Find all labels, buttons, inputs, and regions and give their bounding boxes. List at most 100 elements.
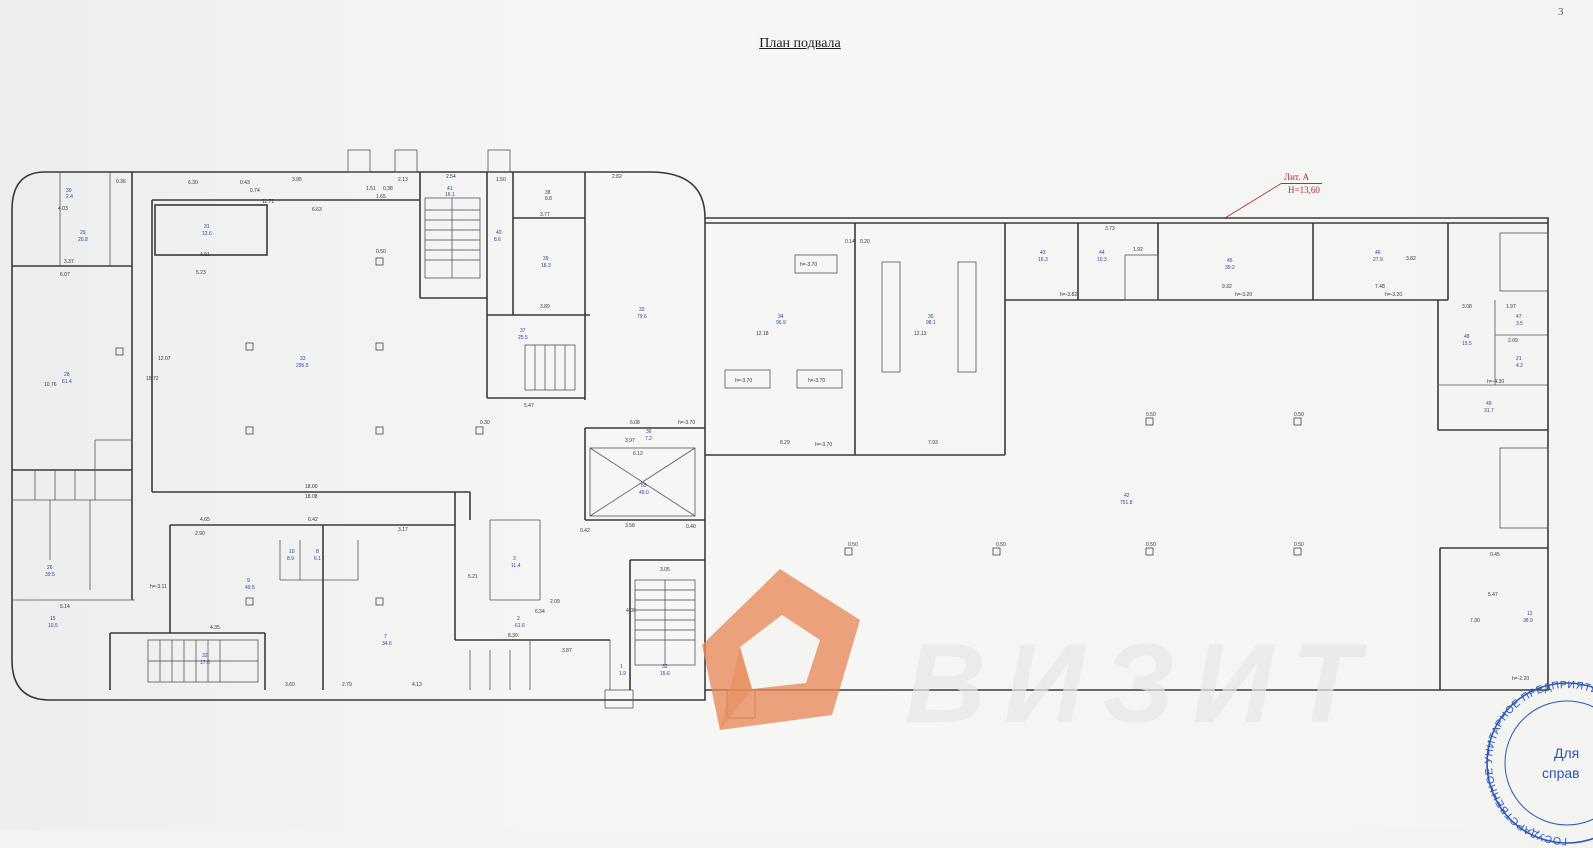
svg-text:h=-3.70: h=-3.70 [678,420,695,426]
svg-text:4.03: 4.03 [58,206,68,212]
svg-text:0.74: 0.74 [250,188,260,194]
svg-text:0.50: 0.50 [1294,542,1304,548]
svg-text:96.9: 96.9 [776,320,786,326]
svg-text:38: 38 [545,190,551,196]
svg-text:18.00: 18.00 [305,484,318,490]
svg-text:44: 44 [1099,250,1105,256]
svg-text:3.77: 3.77 [540,212,550,218]
svg-text:12.18: 12.18 [756,331,769,337]
stair-top [424,197,481,279]
svg-text:6.1: 6.1 [314,556,321,562]
svg-text:42: 42 [1124,493,1130,499]
svg-text:8.6: 8.6 [494,237,501,243]
svg-text:0.38: 0.38 [383,186,393,192]
svg-text:6.07: 6.07 [60,272,70,278]
svg-text:1.51: 1.51 [366,186,376,192]
svg-text:2.09: 2.09 [550,599,560,605]
svg-text:25.5: 25.5 [518,335,528,341]
svg-text:36: 36 [646,429,652,435]
svg-text:6.08: 6.08 [630,420,640,426]
svg-text:10.5: 10.5 [48,623,58,629]
svg-text:0.40: 0.40 [686,524,696,530]
svg-text:0.45: 0.45 [1490,552,1500,558]
svg-text:18.3: 18.3 [541,263,551,269]
svg-text:26: 26 [47,565,53,571]
svg-text:7.48: 7.48 [1375,284,1385,290]
svg-text:35: 35 [928,314,934,320]
stair-center [524,344,576,391]
svg-text:33: 33 [639,307,645,313]
svg-text:h=-3.70: h=-3.70 [808,378,825,384]
svg-text:5.21: 5.21 [468,574,478,580]
svg-text:45: 45 [1227,258,1233,264]
svg-text:39.5: 39.5 [45,572,55,578]
svg-text:0.50: 0.50 [848,542,858,548]
svg-text:0.50: 0.50 [1146,542,1156,548]
svg-text:5.47: 5.47 [1488,592,1498,598]
svg-text:46: 46 [1375,250,1381,256]
svg-text:4.08: 4.08 [626,608,636,614]
svg-text:0.30: 0.30 [480,420,490,426]
svg-text:17.0: 17.0 [200,660,210,666]
svg-text:0.14: 0.14 [845,239,855,245]
svg-text:49.5: 49.5 [245,585,255,591]
svg-text:48: 48 [1464,334,1470,340]
svg-text:7.93: 7.93 [928,440,938,446]
building-label-underline [1282,183,1322,184]
svg-text:h=-3.70: h=-3.70 [735,378,752,384]
svg-text:3.5: 3.5 [1516,321,1523,327]
svg-text:7.2: 7.2 [645,436,652,442]
svg-text:2.79: 2.79 [342,682,352,688]
svg-text:15: 15 [50,616,56,622]
svg-text:h=-3.82: h=-3.82 [1060,292,1077,298]
svg-text:h=-3.20: h=-3.20 [1385,292,1402,298]
svg-text:15.6: 15.6 [660,671,670,677]
svg-text:20.8: 20.8 [78,237,88,243]
svg-text:3.60: 3.60 [285,682,295,688]
svg-text:0.50: 0.50 [996,542,1006,548]
svg-text:49: 49 [1486,401,1492,407]
svg-text:3.08: 3.08 [1462,304,1472,310]
svg-text:29: 29 [80,230,86,236]
watermark-text: ВИЗИТ [905,621,1378,746]
svg-text:1.50: 1.50 [496,177,506,183]
svg-text:6.12: 6.12 [633,451,643,457]
svg-text:6.42: 6.42 [308,517,318,523]
svg-text:3.73: 3.73 [1105,226,1115,232]
svg-text:33: 33 [300,356,306,362]
level-marks: h=-3.70 h=-3.82 h=-3.20 h=-3.20 h=-3.11 … [150,262,1529,682]
svg-text:11.71: 11.71 [262,199,274,205]
svg-text:8.9: 8.9 [287,556,294,562]
svg-text:h=-3.20: h=-3.20 [1235,292,1252,298]
svg-text:27.9: 27.9 [1373,257,1383,263]
svg-text:0.50: 0.50 [376,249,386,255]
svg-text:8: 8 [316,549,319,555]
svg-text:10.76: 10.76 [44,382,57,388]
svg-text:3.37: 3.37 [64,259,74,265]
svg-text:7: 7 [384,634,387,640]
svg-text:0.50: 0.50 [1146,412,1156,418]
svg-text:2.09: 2.09 [1508,338,1518,344]
svg-text:1.9: 1.9 [619,671,626,677]
svg-text:98.1: 98.1 [926,320,936,326]
svg-text:32: 32 [662,664,668,670]
svg-text:3: 3 [513,556,516,562]
svg-text:h=-4.30: h=-4.30 [1487,379,1504,385]
svg-text:28: 28 [64,372,70,378]
page-number: 3 [1558,6,1564,18]
svg-text:3.17: 3.17 [398,527,408,533]
svg-text:31.7: 31.7 [1484,408,1494,414]
svg-text:37: 37 [520,328,526,334]
svg-text:5.14: 5.14 [60,604,70,610]
svg-text:16.1: 16.1 [445,192,455,198]
svg-text:8.8: 8.8 [545,196,552,202]
svg-text:10: 10 [289,549,295,555]
svg-text:5.47: 5.47 [524,403,534,409]
svg-text:1.92: 1.92 [1133,247,1143,253]
svg-text:2.4: 2.4 [66,194,73,200]
svg-text:8.30: 8.30 [508,633,518,639]
svg-text:30: 30 [66,188,72,194]
svg-text:751.8: 751.8 [1120,500,1133,506]
svg-text:1: 1 [620,664,623,670]
stair-bottom-center [634,579,696,666]
